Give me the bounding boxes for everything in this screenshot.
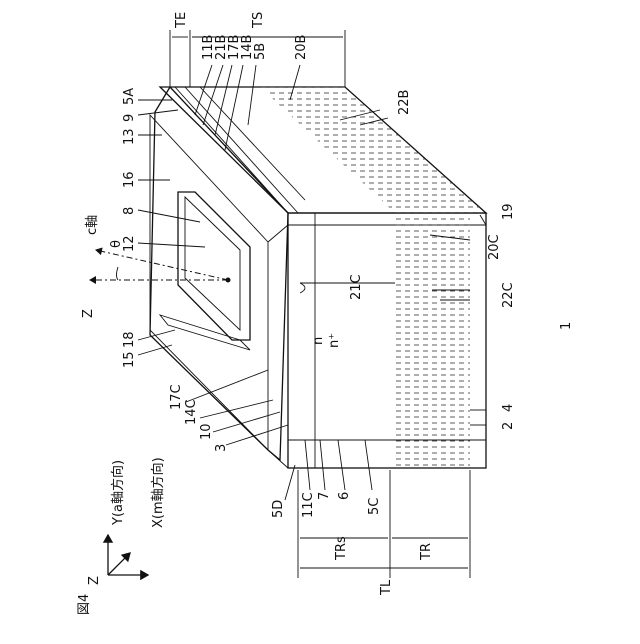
ref-5b: 5B (253, 43, 268, 60)
ref-19: 19 (501, 203, 516, 220)
figure-title: 図4 (77, 594, 92, 615)
ref-8: 8 (122, 207, 137, 215)
ref-10: 10 (199, 423, 214, 440)
dim-tl: TL (379, 579, 394, 596)
axis-c: c軸 (85, 215, 100, 235)
ref-13: 13 (122, 128, 137, 145)
ref-20c: 20C (487, 234, 502, 260)
ref-12: 12 (122, 235, 137, 252)
dim-trs: TRs (334, 536, 349, 561)
ref-21c: 21C (349, 274, 364, 300)
ref-6: 6 (337, 492, 352, 500)
ref-nplus: n⁺ (327, 333, 342, 348)
ref-2: 2 (501, 422, 516, 430)
dim-ts: TS (251, 12, 266, 29)
dim-te: TE (174, 12, 189, 29)
hatched-region-22c (432, 213, 470, 468)
ref-20b: 20B (294, 35, 309, 60)
ref-5a: 5A (122, 88, 137, 105)
ref-4: 4 (501, 404, 516, 412)
ref-15: 15 (122, 351, 137, 368)
ref-17c: 17C (169, 384, 184, 410)
ref-22c: 22C (501, 282, 516, 308)
figure-number: 1 (559, 322, 574, 330)
legend-y: Y(a軸方向) (110, 460, 126, 526)
legend-x: X(m軸方向) (150, 457, 166, 528)
ref-14c: 14C (184, 399, 199, 425)
axes-legend (108, 535, 148, 575)
ref-18: 18 (122, 331, 137, 348)
ref-3: 3 (214, 444, 229, 452)
ref-n: n (311, 337, 326, 345)
ref-22b: 22B (397, 90, 412, 115)
ref-7: 7 (317, 492, 332, 500)
hatched-region-20c (395, 213, 430, 468)
ref-5d: 5D (271, 500, 286, 518)
hatched-region-20b (260, 87, 486, 213)
window-electrode (160, 192, 250, 350)
ref-5c: 5C (367, 498, 382, 515)
legend-z: Z (87, 576, 102, 585)
dim-tr: TR (419, 543, 434, 561)
axis-z: Z (81, 309, 96, 318)
ref-11c: 11C (301, 492, 316, 518)
ref-16: 16 (122, 171, 137, 188)
ref-9: 9 (122, 114, 137, 122)
axis-indicator (90, 250, 231, 283)
